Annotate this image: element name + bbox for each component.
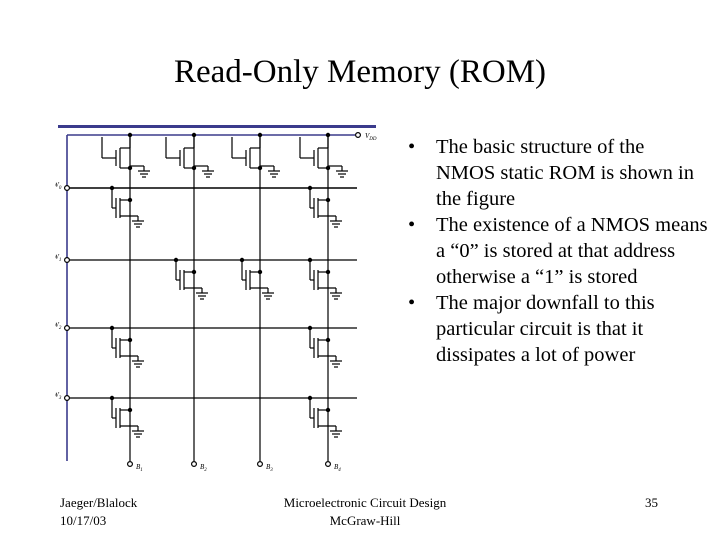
word-label: W3 [55, 391, 62, 401]
bit-label: B2 [200, 463, 207, 473]
nmos-rom-circuit: VDD B1 B2 B3 B4 W0W1W2W3 [55, 131, 377, 473]
slide-title: Read-Only Memory (ROM) [173, 54, 547, 90]
junction-dot [127, 165, 133, 171]
junction-dot [127, 407, 133, 413]
bullet-item: The basic structure of the NMOS static R… [408, 134, 708, 212]
vdd-label-sub: DD [368, 137, 377, 142]
word-label: W0 [55, 181, 62, 191]
terminal-circle [355, 131, 362, 139]
bullet-list: The basic structure of the NMOS static R… [408, 134, 708, 368]
terminal-circle [325, 461, 332, 468]
junction-dot [257, 269, 263, 275]
bit-label-sub: 4 [338, 468, 341, 473]
terminal-circle [64, 395, 71, 402]
title-underline [58, 125, 376, 128]
terminal-circle [64, 325, 71, 332]
vdd-label: VDD [365, 132, 377, 142]
terminal-circle [257, 461, 264, 468]
word-label-sub: 0 [59, 186, 62, 191]
word-label-sub: 2 [59, 326, 62, 331]
junction-dot [191, 165, 197, 171]
terminal-circle [64, 184, 71, 191]
bit-label-sub: 3 [270, 468, 273, 473]
footer-book-title: Microelectronic Circuit Design [283, 495, 447, 510]
word-label-sub: 1 [59, 258, 62, 263]
junction-dot [257, 165, 263, 171]
bit-label: B4 [334, 463, 341, 473]
word-label-sub: 3 [59, 396, 62, 401]
footer-author-names: Jaeger/Blalock [60, 495, 138, 510]
junction-dot [325, 165, 331, 171]
page-number: 35 [645, 495, 658, 510]
bullet-item: The major downfall to this particular ci… [408, 290, 708, 368]
bit-label: B3 [266, 463, 273, 473]
terminal-circle [126, 461, 133, 468]
junction-dot [325, 197, 331, 203]
footer-course: Microelectronic Circuit Design McGraw-Hi… [265, 494, 465, 530]
junction-dot [325, 269, 331, 275]
junction-dot [127, 337, 133, 343]
bit-label-sub: 1 [140, 468, 143, 473]
terminal-circle [191, 461, 198, 468]
bullet-item: The existence of a NMOS means a “0” is s… [408, 212, 708, 290]
junction-dot [325, 337, 331, 343]
footer-date: 10/17/03 [60, 513, 107, 528]
word-label: W2 [55, 321, 62, 331]
word-label: W1 [55, 253, 61, 263]
junction-dot [325, 407, 331, 413]
bit-label-sub: 2 [204, 468, 207, 473]
terminal-circle [64, 257, 71, 264]
junction-dot [127, 197, 133, 203]
bit-label: B1 [136, 463, 143, 473]
footer-authors: Jaeger/Blalock 10/17/03 [60, 494, 137, 530]
junction-dot [191, 269, 197, 275]
footer-publisher: McGraw-Hill [329, 513, 401, 528]
